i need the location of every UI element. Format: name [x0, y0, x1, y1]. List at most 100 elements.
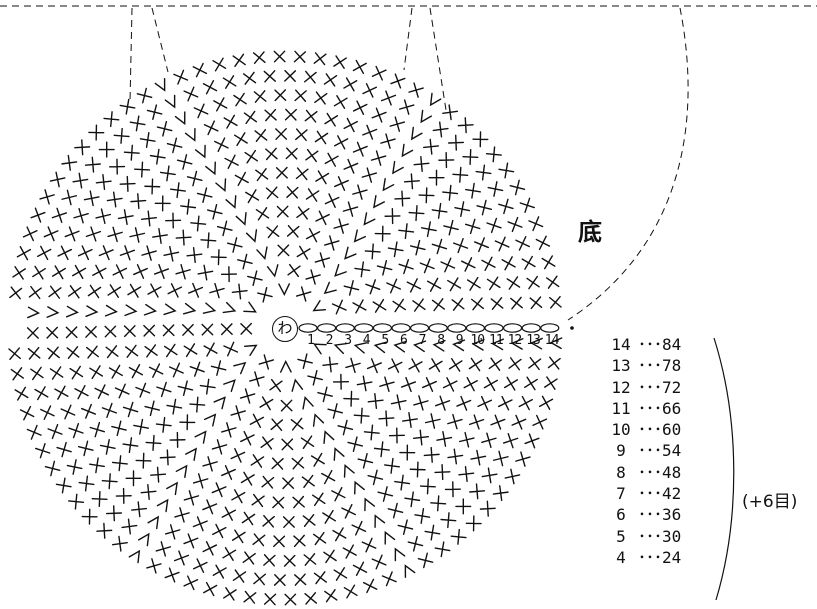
single-crochet-symbol [67, 347, 79, 359]
single-crochet-symbol [87, 346, 99, 358]
single-crochet-symbol [272, 458, 283, 469]
increase-stitch-symbol [281, 362, 292, 373]
single-crochet-symbol [178, 155, 192, 169]
single-crochet-symbol [164, 247, 178, 261]
bottom-label: 底 [578, 212, 602, 247]
count-value: ･･･60 [638, 419, 681, 440]
single-crochet-symbol [232, 490, 245, 503]
single-crochet-symbol [364, 579, 377, 592]
single-crochet-symbol [443, 185, 458, 200]
single-crochet-symbol [142, 211, 157, 226]
single-crochet-symbol [147, 105, 161, 119]
single-crochet-symbol [56, 478, 71, 493]
single-crochet-symbol [468, 278, 480, 290]
increase-stitch-symbol [144, 305, 156, 317]
single-crochet-symbol [24, 227, 37, 240]
round-number: 3 [344, 333, 351, 348]
single-crochet-symbol [306, 189, 318, 201]
single-crochet-symbol [453, 167, 468, 182]
increase-stitch-symbol [139, 531, 153, 545]
single-crochet-symbol [31, 367, 43, 379]
single-crochet-symbol [499, 163, 514, 178]
single-crochet-symbol [50, 172, 64, 186]
single-crochet-symbol [436, 396, 450, 410]
single-crochet-symbol [533, 416, 546, 429]
single-crochet-symbol [385, 209, 400, 224]
single-crochet-symbol [297, 207, 309, 219]
chain-stitch [318, 324, 336, 332]
single-crochet-symbol [392, 395, 406, 409]
chain-stitch [411, 324, 429, 332]
single-crochet-symbol [274, 51, 285, 62]
single-crochet-symbol [232, 284, 247, 299]
single-crochet-symbol [137, 88, 151, 102]
count-value: ･･･84 [638, 334, 681, 355]
single-crochet-symbol [398, 520, 412, 534]
single-crochet-symbol [175, 508, 189, 522]
single-crochet-symbol [256, 169, 268, 181]
single-crochet-symbol [153, 229, 168, 244]
single-crochet-symbol [254, 52, 265, 63]
single-crochet-symbol [363, 84, 376, 97]
single-crochet-symbol [425, 525, 440, 540]
dashed-guide-left-inner [152, 8, 168, 72]
increase-stitch-symbol [195, 429, 210, 444]
single-crochet-symbol [171, 183, 186, 198]
increase-stitch-symbol [245, 341, 259, 355]
single-crochet-symbol [224, 588, 236, 600]
single-crochet-symbol [451, 530, 466, 545]
single-crochet-symbol [421, 479, 436, 494]
increase-stitch-symbol [157, 497, 171, 511]
single-crochet-symbol [390, 117, 404, 131]
single-crochet-symbol [325, 113, 337, 125]
single-crochet-symbol [325, 153, 338, 166]
single-crochet-symbol [130, 228, 144, 242]
count-round: 4 [604, 547, 638, 568]
single-crochet-symbol [444, 378, 457, 391]
single-crochet-symbol [388, 503, 402, 517]
count-row: 11･･･66 [604, 398, 681, 419]
single-crochet-symbol [262, 476, 273, 487]
single-crochet-symbol [391, 74, 405, 88]
single-crochet-symbol [244, 111, 256, 123]
single-crochet-symbol [472, 298, 484, 310]
single-crochet-symbol [344, 391, 359, 406]
single-crochet-symbol [102, 474, 117, 489]
single-crochet-symbol [382, 91, 396, 105]
round-number: 7 [419, 333, 426, 348]
single-crochet-symbol [265, 594, 276, 605]
single-crochet-symbol [198, 188, 212, 202]
single-crochet-symbol [205, 121, 218, 134]
single-crochet-symbol [473, 132, 488, 147]
single-crochet-symbol [334, 56, 346, 68]
single-crochet-symbol [131, 194, 146, 209]
single-crochet-symbol [189, 283, 203, 297]
single-crochet-symbol [342, 505, 355, 518]
count-row: 4･･･24 [604, 547, 681, 568]
single-crochet-symbol [157, 382, 171, 396]
single-crochet-symbol [449, 135, 464, 150]
single-crochet-symbol [69, 424, 83, 438]
single-crochet-symbol [82, 404, 96, 418]
single-crochet-symbol [454, 239, 468, 253]
single-crochet-symbol [260, 397, 273, 410]
single-crochet-symbol [258, 288, 272, 302]
single-crochet-symbol [211, 361, 225, 375]
single-crochet-symbol [90, 458, 105, 473]
single-crochet-symbol [150, 364, 163, 377]
single-crochet-symbol [223, 548, 236, 561]
single-crochet-symbol [325, 194, 338, 207]
count-row: 10･･･60 [604, 419, 681, 440]
single-crochet-symbol [284, 556, 295, 567]
single-crochet-symbol [441, 258, 454, 271]
increase-stitch-symbol [175, 112, 189, 126]
single-crochet-symbol [184, 491, 198, 505]
increase-stitch-symbol [164, 304, 176, 316]
single-crochet-symbol [170, 433, 185, 448]
single-crochet-symbol [235, 172, 248, 185]
single-crochet-symbol [242, 512, 254, 524]
single-crochet-symbol [48, 347, 59, 358]
single-crochet-symbol [372, 108, 386, 122]
single-crochet-symbol [348, 437, 362, 451]
single-crochet-symbol [494, 451, 508, 465]
